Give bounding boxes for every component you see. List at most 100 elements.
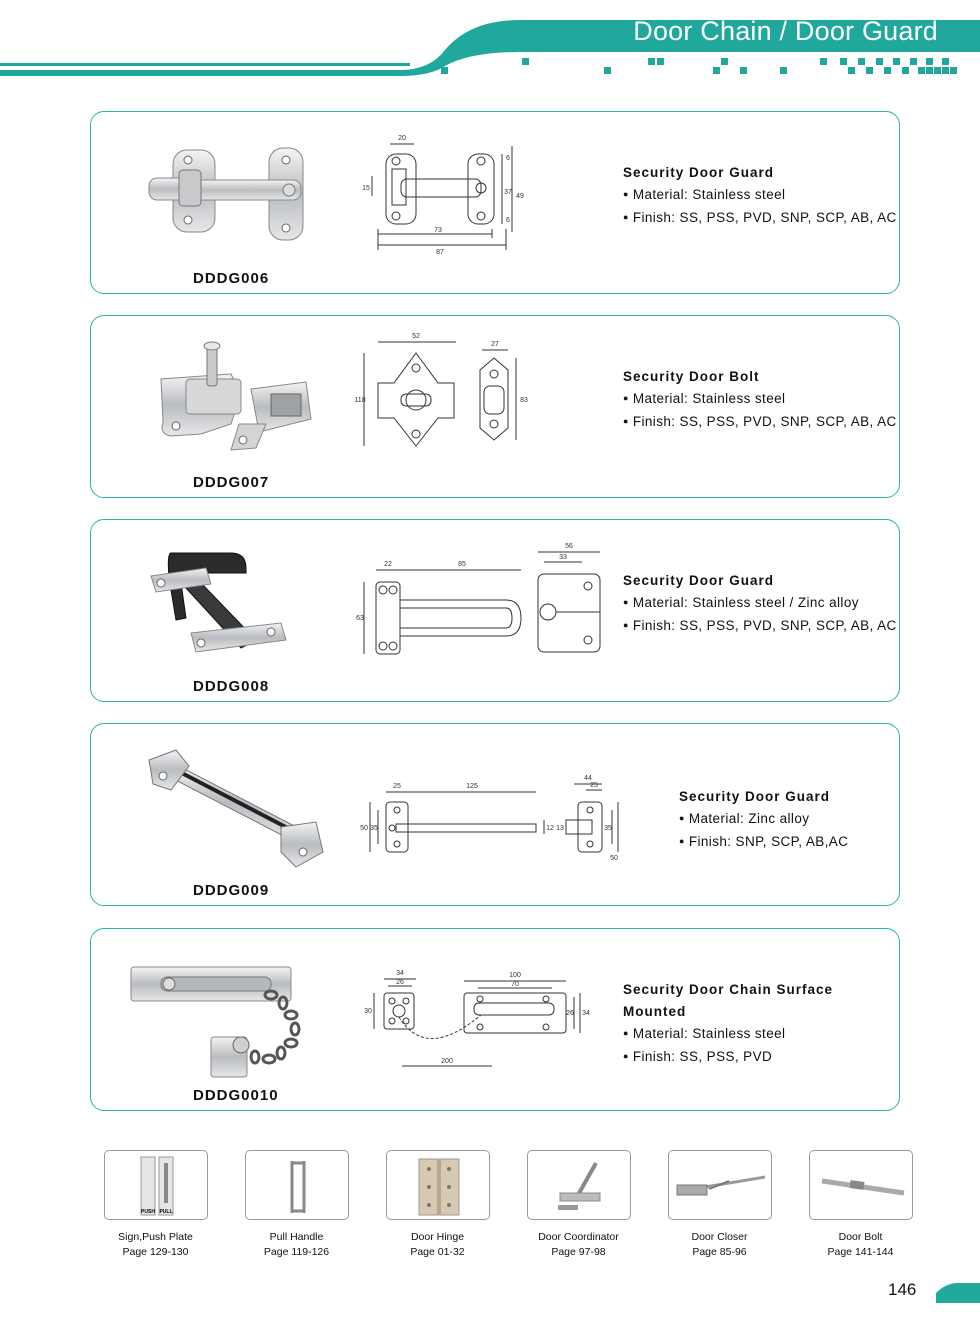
dim-label: 33 [559,554,567,561]
related-pages: Page 97-98 [551,1246,606,1258]
product-card: 34 26 30 100 70 200 26 34 Security Door … [90,928,900,1111]
product-card: 22 85 63 56 33 Security Door Guard Mater… [90,519,900,702]
closer-icon [676,1175,765,1196]
dim-label: 26 [566,1010,574,1017]
dim-label: 37 [504,189,512,196]
related-label: Door Hinge [410,1231,465,1243]
push-plate-icon: PUSH PULL [140,1156,173,1216]
product-code: DDDG006 [193,270,270,287]
push-sign-text: PUSH [141,1209,155,1215]
dim-label: 73 [434,227,442,234]
pull-handle-icon [290,1161,305,1213]
dim-label: 6 [506,217,510,224]
pull-sign-text: PULL [159,1209,172,1215]
dim-label: 44 [584,775,592,782]
product-material: Material: Stainless steel [623,1023,899,1046]
related-pages: Page 85-96 [692,1246,747,1258]
dim-label: 49 [516,193,524,200]
thumbnail-frame [667,1150,772,1220]
product-photo-door-bolt [160,341,312,451]
product-info: Security Door Guard Material: Stainless … [623,570,897,638]
dim-label: 125 [466,783,478,790]
related-item-door-closer[interactable]: Door Closer Page 85-96 [649,1150,790,1260]
dim-label: 34 [582,1010,590,1017]
related-label: Door Coordinator [538,1231,619,1243]
dim-label: 63 [356,615,364,622]
dim-label: 87 [436,249,444,256]
technical-drawing-dddg009: 25 125 50 35 12 44 25 13 35 50 [360,775,619,862]
technical-drawing-dddg0010: 34 26 30 100 70 200 26 34 [364,970,590,1067]
product-card: 20 15 73 87 6 37 49 6 Security Door Guar… [90,111,900,294]
dim-label: 50 [610,855,618,862]
product-finish: Finish: SS, PSS, PVD, SNP, SCP, AB, AC [623,207,897,230]
coordinator-icon [557,1162,600,1210]
dim-label: 26 [396,979,404,986]
dim-label: 200 [441,1058,453,1065]
product-material: Material: Stainless steel [623,388,897,411]
dim-label: 83 [520,397,528,404]
thumbnail-frame [526,1150,631,1220]
related-label: Pull Handle [269,1231,324,1243]
related-item-door-hinge[interactable]: Door Hinge Page 01-32 [367,1150,508,1260]
product-photo-door-chain [130,966,301,1078]
dim-label: 30 [364,1008,372,1015]
dim-label: 56 [565,543,573,550]
product-code: DDDG008 [193,678,270,695]
product-info: Security Door Guard Material: Stainless … [623,162,897,230]
dim-label: 118 [354,397,365,404]
dim-label: 35 [604,825,612,832]
related-item-door-bolt[interactable]: Door Bolt Page 141-144 [790,1150,931,1260]
thumbnail-frame [808,1150,913,1220]
related-item-pull-handle[interactable]: Pull Handle Page 119-126 [226,1150,367,1260]
dim-label: 22 [384,561,392,568]
dim-label: 6 [506,155,510,162]
related-pages: Page 01-32 [410,1246,465,1258]
header-squares [441,58,957,74]
chain-links [249,989,301,1065]
related-label: Door Closer [691,1231,748,1243]
related-item-door-coordinator[interactable]: Door Coordinator Page 97-98 [508,1150,649,1260]
product-title: Security Door Guard [623,573,775,588]
dim-label: 25 [393,783,401,790]
product-code: DDDG0010 [193,1087,279,1104]
technical-drawing-dddg008: 22 85 63 56 33 [356,543,601,655]
related-pages: Page 129-130 [122,1246,189,1258]
product-material: Material: Zinc alloy [679,808,848,831]
product-info: Security Door Bolt Material: Stainless s… [623,366,897,434]
related-pages: Page 119-126 [263,1246,330,1258]
bolt-icon [821,1178,904,1196]
related-item-push-plate[interactable]: PUSH PULL Sign,Push Plate Page 129-130 [85,1150,226,1260]
thumbnail-frame [244,1150,349,1220]
product-photo-door-guard [148,147,304,241]
product-code: DDDG007 [193,474,270,491]
product-finish: Finish: SNP, SCP, AB,AC [679,831,848,854]
dim-label: 35 [370,825,378,832]
product-title: Security Door Chain Surface Mounted [623,982,834,1019]
hinge-icon [418,1158,459,1216]
product-title: Security Door Guard [679,789,831,804]
product-finish: Finish: SS, PSS, PVD, SNP, SCP, AB, AC [623,411,897,434]
product-finish: Finish: SS, PSS, PVD [623,1046,899,1069]
product-card: 52 118 27 83 Security Door Bolt Material… [90,315,900,498]
thumbnail-frame [385,1150,490,1220]
page-number: 146 [888,1280,917,1299]
product-code: DDDG009 [193,882,270,899]
dim-label: 52 [412,333,420,340]
dim-label: 100 [509,972,521,979]
dim-label: 12 [546,825,554,832]
product-finish: Finish: SS, PSS, PVD, SNP, SCP, AB, AC [623,615,897,638]
technical-drawing-dddg006: 20 15 73 87 6 37 49 6 [362,135,524,256]
product-photo-swing-guard [150,552,287,653]
product-title: Security Door Bolt [623,369,760,384]
header-banner [0,20,980,76]
dim-label: 13 [556,825,564,832]
dim-label: 70 [511,981,519,988]
related-categories: PUSH PULL Sign,Push Plate Page 129-130 P… [85,1150,913,1270]
related-label: Door Bolt [838,1231,883,1243]
page-header: Door Chain / Door Guard [0,0,980,90]
product-title: Security Door Guard [623,165,775,180]
related-label: Sign,Push Plate [118,1231,193,1243]
dim-label: 15 [362,185,370,192]
product-material: Material: Stainless steel [623,184,897,207]
technical-drawing-dddg007: 52 118 27 83 [354,333,528,447]
